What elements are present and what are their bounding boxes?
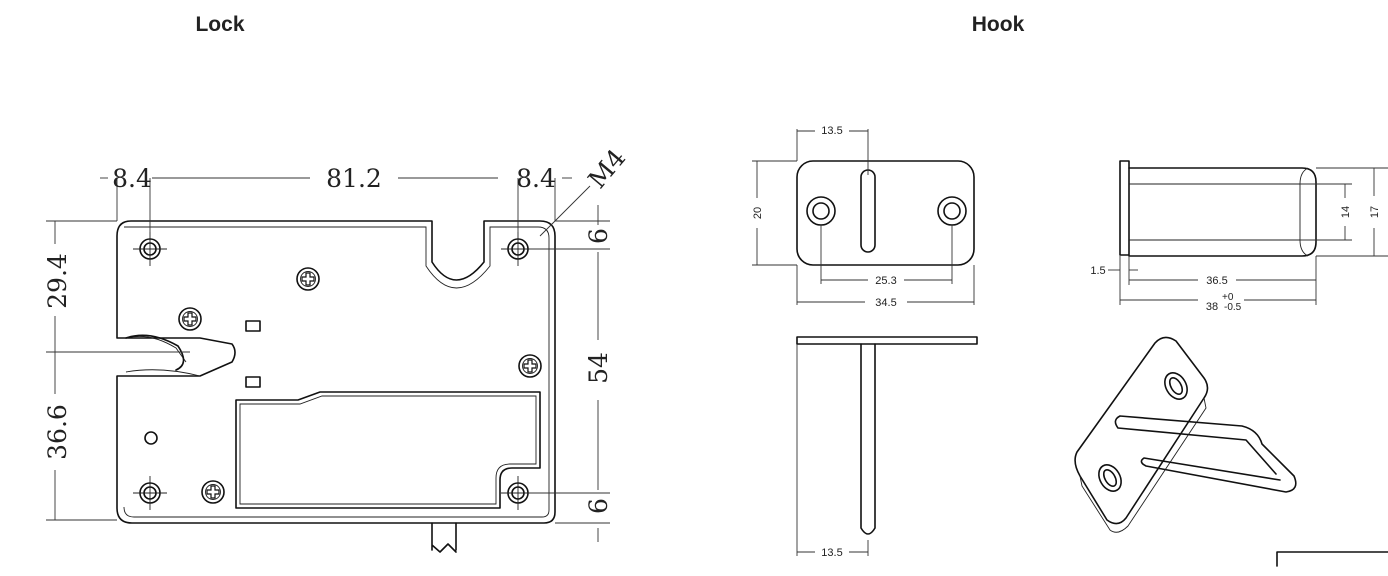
hook-rod-end [860, 343, 876, 535]
dim-lock-mid-right: 54 [584, 352, 613, 384]
output-shaft [431, 522, 457, 553]
slot-upper [245, 320, 261, 332]
hook-title: Hook [971, 13, 1025, 36]
lock-title: Lock [195, 13, 245, 36]
dim-hook-rod-inner: 14 [1340, 206, 1352, 218]
screw-4 [201, 480, 225, 504]
dim-lock-hole-span: 81.2 [326, 164, 382, 193]
dim-hook-plate-hole-offset: 13.5 [821, 125, 842, 137]
dim-lock-upper-left: 29.4 [43, 253, 72, 309]
mount-hole-bl [132, 475, 168, 511]
hook-side-plate [1119, 160, 1130, 256]
dim-hook-hole-span: 25.3 [875, 275, 896, 287]
hook-drawing: 13.5 20 25.3 34.5 1.5 36.5 38 +0 -0.5 14… [752, 125, 1388, 567]
mount-hole-tr [500, 231, 536, 267]
dim-hook-tol-upper: +0 [1222, 292, 1234, 303]
small-hole [144, 431, 158, 445]
dim-lock-bottom-right-gap: 6 [584, 498, 613, 514]
mount-hole-tl [132, 231, 168, 267]
lock-drawing: 8.4 81.2 8.4 M4 6 54 6 29.4 36.6 [43, 143, 631, 553]
dim-lock-lower-left: 36.6 [43, 404, 72, 460]
dim-hook-plate-thickness: 1.5 [1090, 265, 1105, 277]
dim-hook-tol-lower: -0.5 [1224, 302, 1242, 313]
screw-1 [296, 267, 320, 291]
slot-lower [245, 376, 261, 388]
hook-plate-edge [796, 336, 978, 345]
hook-isometric [1074, 336, 1297, 533]
dim-hook-overall-length: 38 [1206, 301, 1218, 313]
dim-hook-bottom-offset: 13.5 [821, 547, 842, 559]
mount-hole-br [500, 475, 536, 511]
hook-plate-front [796, 160, 975, 266]
dim-hook-plate-width: 34.5 [875, 297, 896, 309]
hook-side-rod [1128, 167, 1317, 257]
dim-lock-right-offset: 8.4 [516, 164, 556, 193]
screw-3 [518, 354, 542, 378]
dim-hook-rod-length: 36.5 [1206, 275, 1227, 287]
dim-lock-left-offset: 8.4 [112, 164, 152, 193]
dim-hook-rod-outer: 17 [1369, 206, 1381, 218]
motor-housing [235, 391, 541, 509]
dim-hook-plate-height: 20 [752, 207, 764, 219]
lock-body-outline [116, 220, 556, 524]
dim-lock-top-right-gap: 6 [584, 228, 613, 244]
screw-2 [178, 307, 202, 331]
